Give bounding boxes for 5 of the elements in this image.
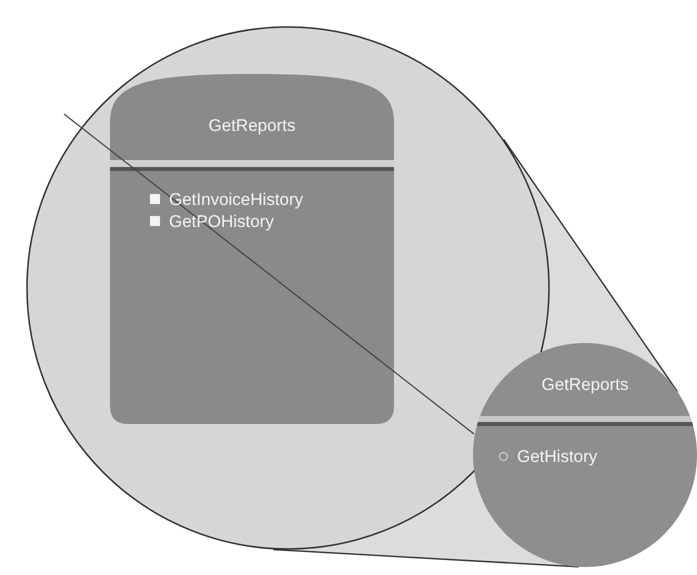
connector-line (273, 548, 579, 568)
list-item: GetHistory (517, 447, 598, 466)
connector-line (503, 139, 678, 392)
node-title: GetReports (208, 116, 296, 135)
node-title: GetReports (542, 375, 628, 394)
